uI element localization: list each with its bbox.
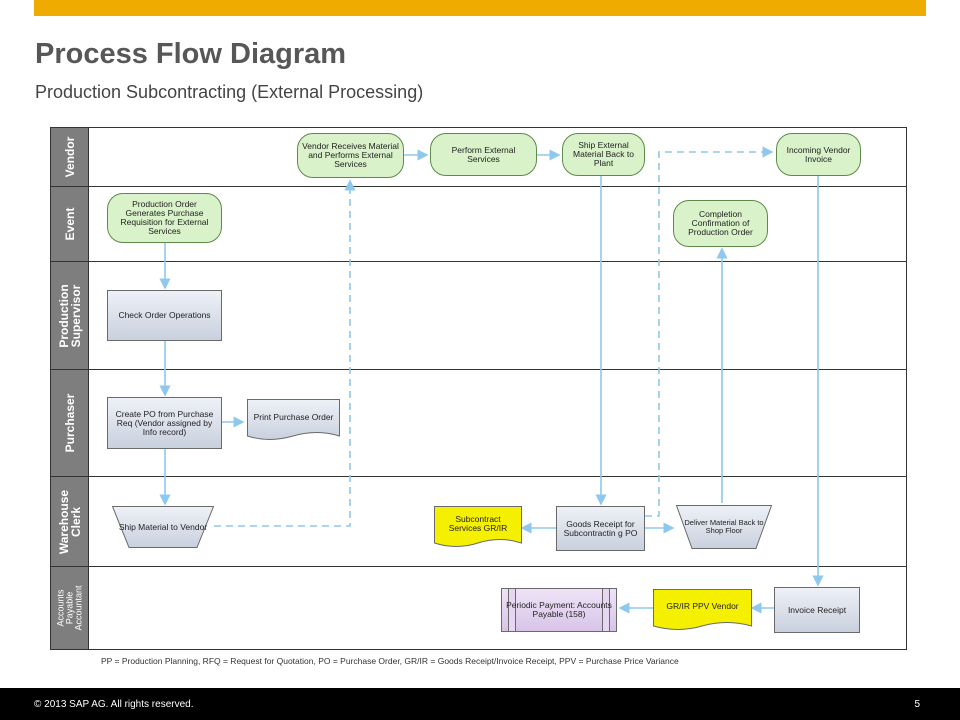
lane-event: Event [51,187,906,262]
node-incoming-vendor-invoice: Incoming Vendor Invoice [776,133,861,176]
page-title: Process Flow Diagram [35,38,347,70]
accent-bar [34,0,926,16]
node-perform-external-services: Perform External Services [430,133,537,176]
node-grir-ppv-vendor: GR/IR PPV Vendor [653,589,752,633]
node-vendor-receives-material: Vendor Receives Material and Performs Ex… [297,133,404,178]
lane-label-vendor: Vendor [51,128,89,186]
node-deliver-material-shop-floor: Deliver Material Back to Shop Floor [676,505,772,549]
node-create-po: Create PO from Purchase Req (Vendor assi… [107,397,222,449]
lane-label-event: Event [51,187,89,261]
lane-label-purchaser: Purchaser [51,370,89,476]
abbreviation-footnote: PP = Production Planning, RFQ = Request … [101,656,679,666]
node-subcontract-services-grir: Subcontract Services GR/IR [434,506,522,550]
copyright-text: © 2013 SAP AG. All rights reserved. [34,699,194,710]
node-check-order-operations: Check Order Operations [107,290,222,341]
node-completion-confirmation: Completion Confirmation of Production Or… [673,200,768,247]
node-production-order-generates: Production Order Generates Purchase Requ… [107,193,222,243]
node-ship-material-to-vendor: Ship Material to Vendor [112,506,214,548]
lane-vendor: Vendor [51,128,906,187]
node-ship-external-material: Ship External Material Back to Plant [562,133,645,176]
node-periodic-payment: Periodic Payment: Accounts Payable (158) [501,588,617,632]
node-invoice-receipt: Invoice Receipt [774,587,860,633]
page-subtitle: Production Subcontracting (External Proc… [35,82,424,102]
page-footer: © 2013 SAP AG. All rights reserved. 5 [0,688,960,720]
page-number: 5 [914,699,920,710]
lane-purchaser: Purchaser [51,370,906,477]
node-print-purchase-order: Print Purchase Order [247,399,340,443]
node-goods-receipt-subcontracting: Goods Receipt for Subcontractin g PO [556,506,645,551]
